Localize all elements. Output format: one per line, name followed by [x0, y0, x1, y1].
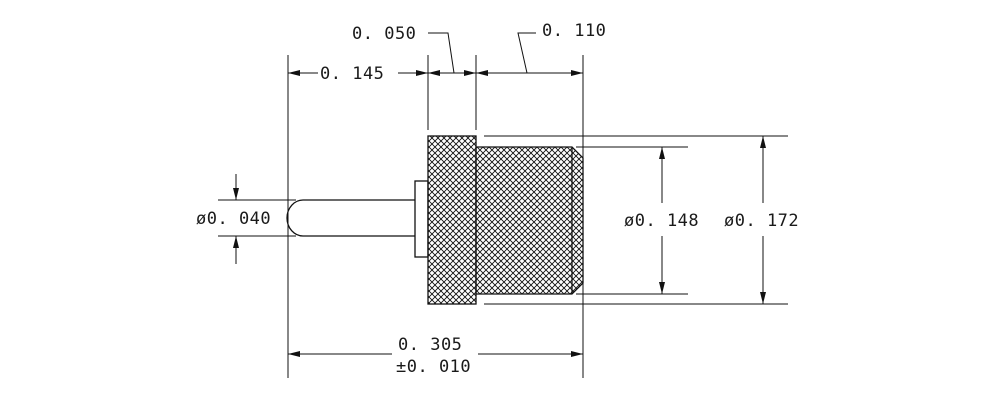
overall-length-label: 0. 305 [398, 335, 462, 355]
extension-lines [218, 55, 788, 378]
knurled-flange [427, 135, 477, 305]
flange-thickness-label: 0. 050 [352, 24, 416, 44]
pin [286, 199, 415, 237]
flange-diameter-label: ø0. 172 [724, 211, 799, 231]
pin-length-label: 0. 145 [320, 64, 384, 84]
pin-diameter-label: ø0. 040 [196, 209, 271, 229]
shoulder [414, 180, 429, 258]
knurled-body [475, 146, 584, 295]
body-diameter-label: ø0. 148 [624, 211, 699, 231]
body-length-label: 0. 110 [542, 21, 606, 41]
dimension-lines [233, 32, 766, 357]
overall-tolerance-label: ±0. 010 [396, 357, 471, 377]
part-outline [286, 135, 584, 305]
